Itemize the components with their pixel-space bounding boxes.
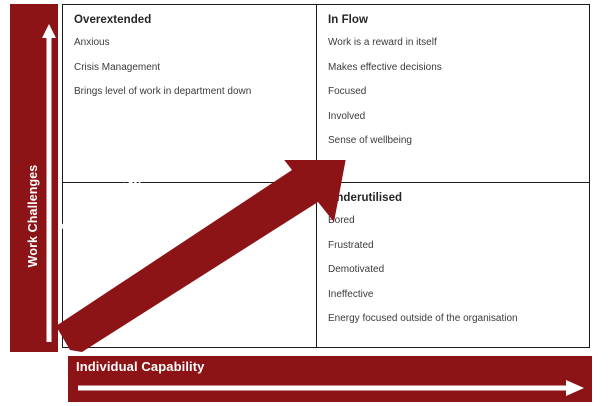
list-item: Work is a reward in itself [328, 37, 437, 48]
x-axis-band: Individual Capability [68, 356, 592, 402]
list-item: Focused [328, 86, 367, 97]
quadrant-overextended: Overextended Anxious Crisis Management B… [63, 5, 317, 183]
list-item: Involved [328, 110, 366, 122]
list-item: Demotivated [328, 264, 385, 275]
y-axis-band: Work Challenges [10, 4, 58, 352]
list-item: Crisis Management [74, 61, 161, 73]
list-item: Frustrated [328, 239, 374, 251]
list-item: Anxious [74, 37, 110, 48]
quadrant-title: Overextended [74, 14, 152, 26]
quadrant-underutilised: Underutilised Bored Frustrated Demotivat… [317, 183, 589, 347]
quadrant-title: Underutilised [328, 192, 403, 204]
quadrant-item-list: Work is a reward in itself Makes effecti… [328, 37, 578, 147]
list-item: Bored [328, 215, 355, 226]
quadrant-in-flow: In Flow Work is a reward in itself Makes… [317, 5, 589, 183]
quadrant-title: In Flow [328, 14, 368, 26]
y-axis-label: Work Challenges [26, 164, 40, 268]
list-item: Sense of wellbeing [328, 135, 412, 146]
quadrant-item-list: Anxious Crisis Management Brings level o… [74, 37, 305, 98]
quadrant-item-list: Bored Frustrated Demotivated Ineffective… [328, 215, 578, 325]
quadrant-blank [63, 183, 317, 347]
list-item: Brings level of work in department down [74, 86, 252, 97]
list-item: Energy focused outside of the organisati… [328, 313, 518, 324]
right-arrow-icon [78, 380, 584, 396]
up-arrow-icon [41, 24, 57, 342]
x-axis-label: Individual Capability [76, 359, 205, 374]
list-item: Makes effective decisions [328, 61, 442, 73]
quadrant-matrix: Overextended Anxious Crisis Management B… [62, 4, 590, 348]
list-item: Ineffective [328, 288, 374, 300]
